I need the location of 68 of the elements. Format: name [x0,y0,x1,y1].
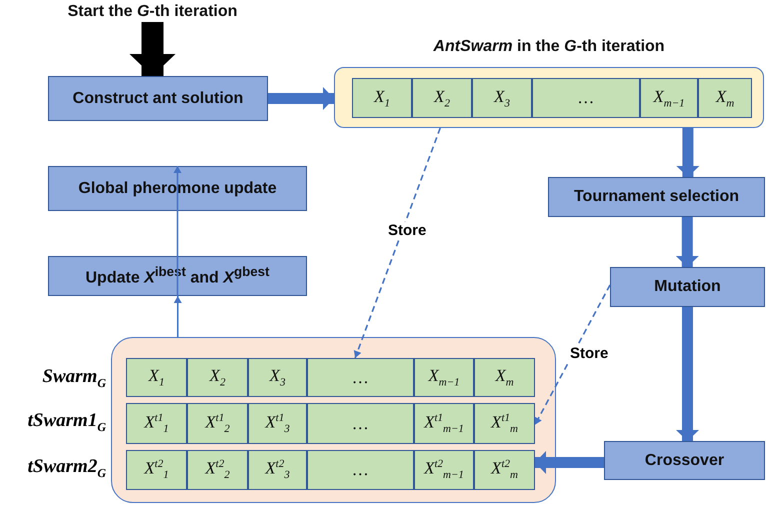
process-box [48,76,268,121]
array-cell [640,78,698,118]
row-label: Swarm$_{G}$ [42,366,106,391]
array-cell [472,78,532,118]
cell-value: X$_{1}$ [148,366,164,389]
array-cell [414,358,474,397]
array-cell [474,450,535,490]
row-label: tSwarm1$_{G}$ [28,410,106,435]
array-cell [248,403,307,444]
arrow [534,284,611,426]
array-cell [307,450,414,490]
array-cell [126,358,187,397]
container-heading: AntSwarm in the G-th iteration [432,38,666,56]
array-cell [474,358,535,397]
cell-value: X$_{1}$ [374,86,390,110]
array-cell [248,450,307,490]
process-label: Mutation [654,278,721,296]
arrow [676,217,699,267]
process-box [604,441,765,480]
start-label: Start the G-th iteration [40,2,265,22]
array-cell [414,450,474,490]
edge-label: Store [386,222,428,239]
process-label: Update X$^{ibest}$ and X$^{gbest}$ [85,264,270,288]
array-cell [474,403,535,444]
cell-value: X$_{m}$ [716,86,734,110]
cell-value: X$_{3}$ [494,86,510,110]
arrow [130,22,176,76]
process-box [48,256,307,296]
swarm-container [111,337,556,503]
array-cell [126,450,187,490]
cell-value: X$_{2}$ [210,366,226,389]
arrow [676,307,699,441]
process-label: Global pheromone update [78,180,277,198]
arrow [535,450,604,474]
array-cell [126,403,187,444]
array-cell [532,78,640,118]
process-box [548,177,765,217]
array-cell [352,78,412,118]
arrow [354,128,441,358]
array-cell [187,450,248,490]
cell-value: X$_{3}$ [270,366,286,389]
process-label: Construct ant solution [72,90,244,108]
process-label: Tournament selection [574,188,740,206]
array-cell [307,358,414,397]
array-cell [414,403,474,444]
array-cell [187,403,248,444]
cell-value: X$_{m−1}$ [428,366,460,389]
cell-value: … [352,460,368,480]
arrow [676,128,700,177]
cell-value: … [578,88,594,108]
cell-value: X$_{2}$ [434,86,450,110]
array-cell [307,403,414,444]
process-label: Crossover [644,452,724,470]
process-box [48,166,307,211]
array-cell [698,78,752,118]
process-box [610,267,765,307]
cell-value: … [352,368,368,388]
array-cell [412,78,472,118]
arrow [174,296,182,337]
cell-value: … [352,414,368,434]
cell-value: X$_{m−1}$ [653,86,685,110]
cell-value: X$_{m}$ [495,366,514,389]
array-cell [187,358,248,397]
row-label: tSwarm2$_{G}$ [28,456,106,481]
arrow [174,166,182,296]
edge-label: Store [568,345,610,362]
array-cell [248,358,307,397]
arrow [268,87,334,110]
